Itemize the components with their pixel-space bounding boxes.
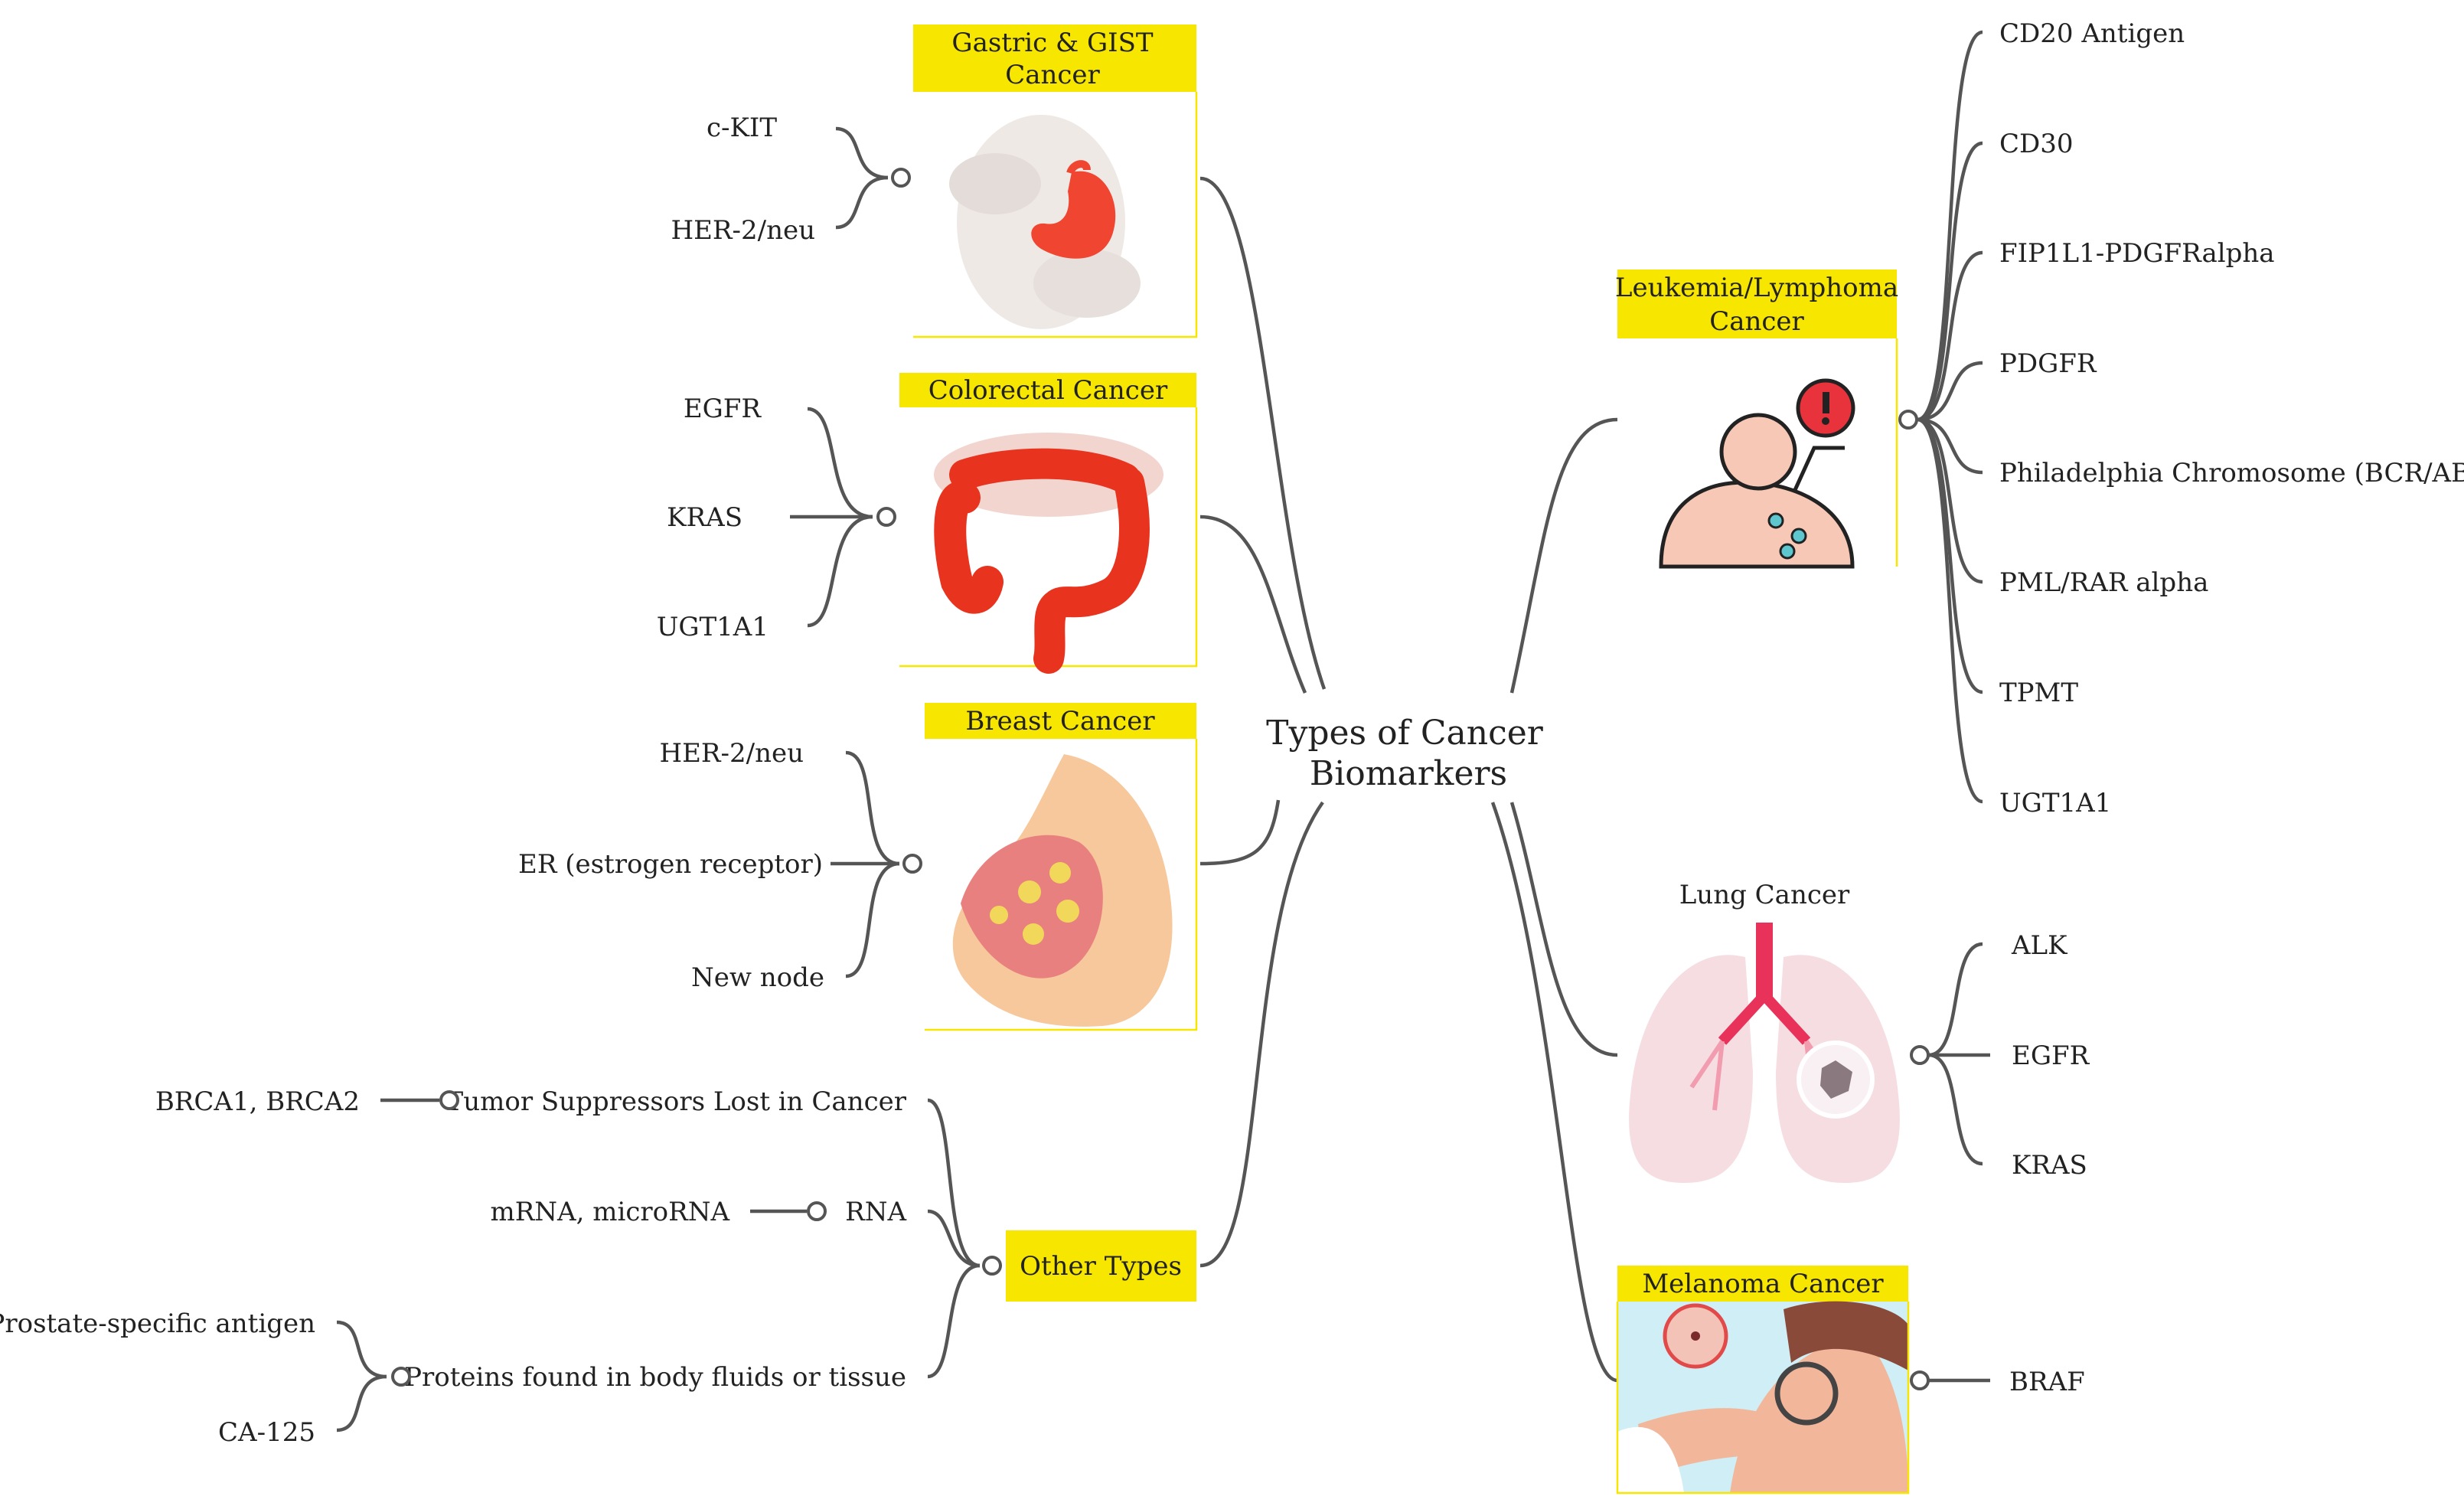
rna-toggle[interactable] — [807, 1201, 827, 1221]
leukemia-title-line1: Leukemia/Lymphoma — [1615, 273, 1898, 303]
skin-exam-illustration-icon — [1617, 1301, 1908, 1493]
melanoma-title: Melanoma Cancer — [1642, 1269, 1884, 1299]
breast-item-her2[interactable]: HER-2/neu — [659, 738, 804, 769]
other-item-brca[interactable]: BRCA1, BRCA2 — [155, 1086, 360, 1117]
lung-item-kras[interactable]: KRAS — [2012, 1150, 2087, 1181]
leukemia-item-fip1l1[interactable]: FIP1L1-PDGFRalpha — [1999, 238, 2275, 269]
leukemia-item-philadelphia[interactable]: Philadelphia Chromosome (BCR/ABL) — [1999, 458, 2464, 488]
breast-item-new-node[interactable]: New node — [691, 962, 824, 993]
gastric-header — [913, 25, 1196, 92]
other-item-ca125[interactable]: CA-125 — [218, 1417, 315, 1448]
topic-breast[interactable]: Breast Cancer HER-2/neu ER (estrogen rec… — [518, 703, 1198, 1031]
leukemia-branch-toggle[interactable] — [1898, 410, 1918, 430]
other-subtopic-rna[interactable]: RNA — [845, 1197, 906, 1227]
other-subtopic-proteins[interactable]: Proteins found in body fluids or tissue — [404, 1362, 906, 1393]
colorectal-header — [899, 373, 1196, 407]
topic-lung[interactable]: Lung Cancer ALK EGFR KRAS — [1629, 880, 2090, 1183]
other-title: Other Types — [1020, 1251, 1182, 1282]
melanoma-item-braf[interactable]: BRAF — [2009, 1367, 2085, 1397]
topic-colorectal[interactable]: Colorectal Cancer EGFR KRAS UGT1A1 — [657, 373, 1198, 674]
gastric-item-her2[interactable]: HER-2/neu — [671, 215, 815, 246]
topic-gastric[interactable]: Gastric & GIST Cancer c-KIT HER-2/neu — [671, 25, 1198, 338]
leukemia-item-pml-rar[interactable]: PML/RAR alpha — [1999, 567, 2208, 598]
root-title-line2: Biomarkers — [1310, 754, 1507, 793]
leukemia-header — [1617, 270, 1897, 338]
melanoma-header — [1617, 1266, 1908, 1302]
root-topic[interactable]: Types of Cancer Biomarkers — [1266, 714, 1544, 793]
leukemia-item-ugt1a1[interactable]: UGT1A1 — [1999, 788, 2111, 818]
breast-illustration-icon — [952, 754, 1173, 1027]
colorectal-title: Colorectal Cancer — [928, 375, 1168, 406]
lung-title: Lung Cancer — [1679, 880, 1850, 910]
lung-item-alk[interactable]: ALK — [2011, 930, 2067, 961]
other-subtopic-tumor-suppressors[interactable]: Tumor Suppressors Lost in Cancer — [446, 1086, 907, 1117]
melanoma-branch-toggle[interactable] — [1910, 1370, 1930, 1390]
gastric-item-ckit[interactable]: c-KIT — [707, 113, 777, 143]
colorectal-item-egfr[interactable]: EGFR — [684, 394, 762, 424]
colon-illustration-icon — [934, 433, 1163, 674]
colorectal-branch-toggle[interactable] — [876, 507, 896, 527]
leukemia-item-tpmt[interactable]: TPMT — [1999, 678, 2078, 708]
root-title-line1: Types of Cancer — [1266, 714, 1544, 753]
lung-item-egfr[interactable]: EGFR — [2012, 1040, 2090, 1071]
lung-branch-toggle[interactable] — [1910, 1045, 1930, 1065]
lungs-illustration-icon — [1629, 923, 1900, 1183]
breast-header — [925, 703, 1196, 739]
proteins-toggle[interactable] — [391, 1367, 411, 1387]
topic-leukemia[interactable]: Leukemia/Lymphoma Cancer CD20 Antigen CD… — [1615, 18, 2464, 818]
other-item-mrna[interactable]: mRNA, microRNA — [490, 1197, 729, 1227]
leukemia-item-cd30[interactable]: CD30 — [1999, 129, 2074, 159]
breast-item-er[interactable]: ER (estrogen receptor) — [518, 849, 823, 880]
colorectal-item-kras[interactable]: KRAS — [667, 502, 742, 533]
breast-title: Breast Cancer — [965, 706, 1155, 737]
gastric-title-line1: Gastric & GIST — [951, 28, 1153, 58]
other-header — [1006, 1230, 1196, 1302]
colorectal-item-ugt1a1[interactable]: UGT1A1 — [657, 612, 769, 642]
stomach-illustration-icon — [949, 115, 1141, 329]
other-branch-toggle[interactable] — [982, 1256, 1002, 1276]
topic-melanoma[interactable]: Melanoma Cancer BRAF — [1616, 1266, 2085, 1495]
leukemia-title-line2: Cancer — [1709, 306, 1804, 337]
topic-other[interactable]: Other Types Tumor Suppressors Lost in Ca… — [0, 1086, 1196, 1448]
breast-branch-toggle[interactable] — [902, 854, 922, 874]
gastric-title-line2: Cancer — [1005, 60, 1100, 90]
central-connectors — [1199, 176, 1618, 1383]
leukemia-item-pdgfr[interactable]: PDGFR — [1999, 348, 2097, 379]
tumor-suppressors-toggle[interactable] — [439, 1090, 459, 1110]
patient-alert-illustration-icon — [1659, 378, 1855, 569]
gastric-branch-toggle[interactable] — [891, 168, 911, 188]
leukemia-item-cd20[interactable]: CD20 Antigen — [1999, 18, 2185, 49]
other-item-psa[interactable]: Prostate-specific antigen — [0, 1308, 315, 1339]
